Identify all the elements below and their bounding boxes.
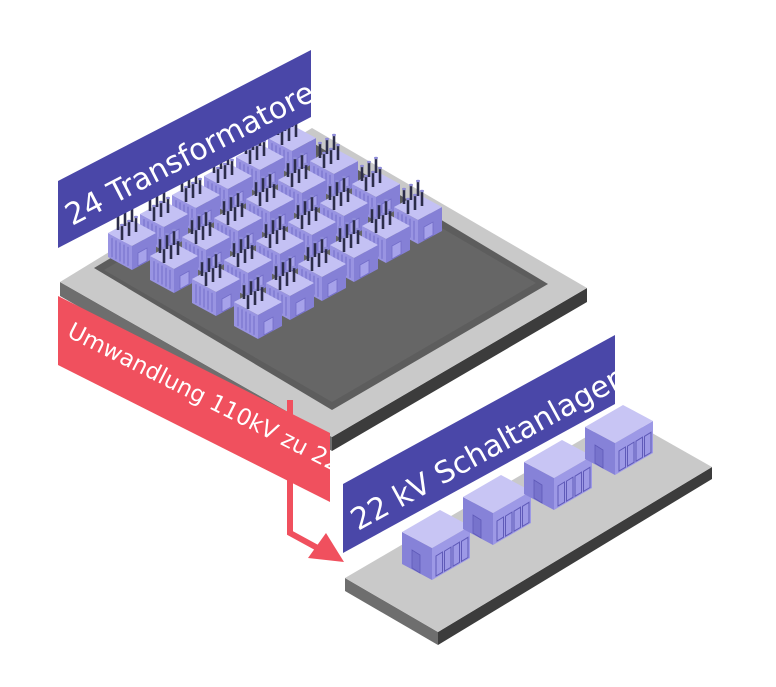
transformer-unit (150, 228, 198, 293)
switchgear-unit (585, 405, 653, 475)
transformer-array (108, 110, 442, 339)
switchgear-array (402, 405, 653, 580)
transformer-unit (234, 274, 282, 339)
transformer-unit (246, 171, 294, 236)
transformer-unit (192, 251, 240, 316)
switchgear-unit (402, 510, 470, 580)
switchgear-unit (463, 475, 531, 545)
switchgear-unit (524, 440, 592, 510)
